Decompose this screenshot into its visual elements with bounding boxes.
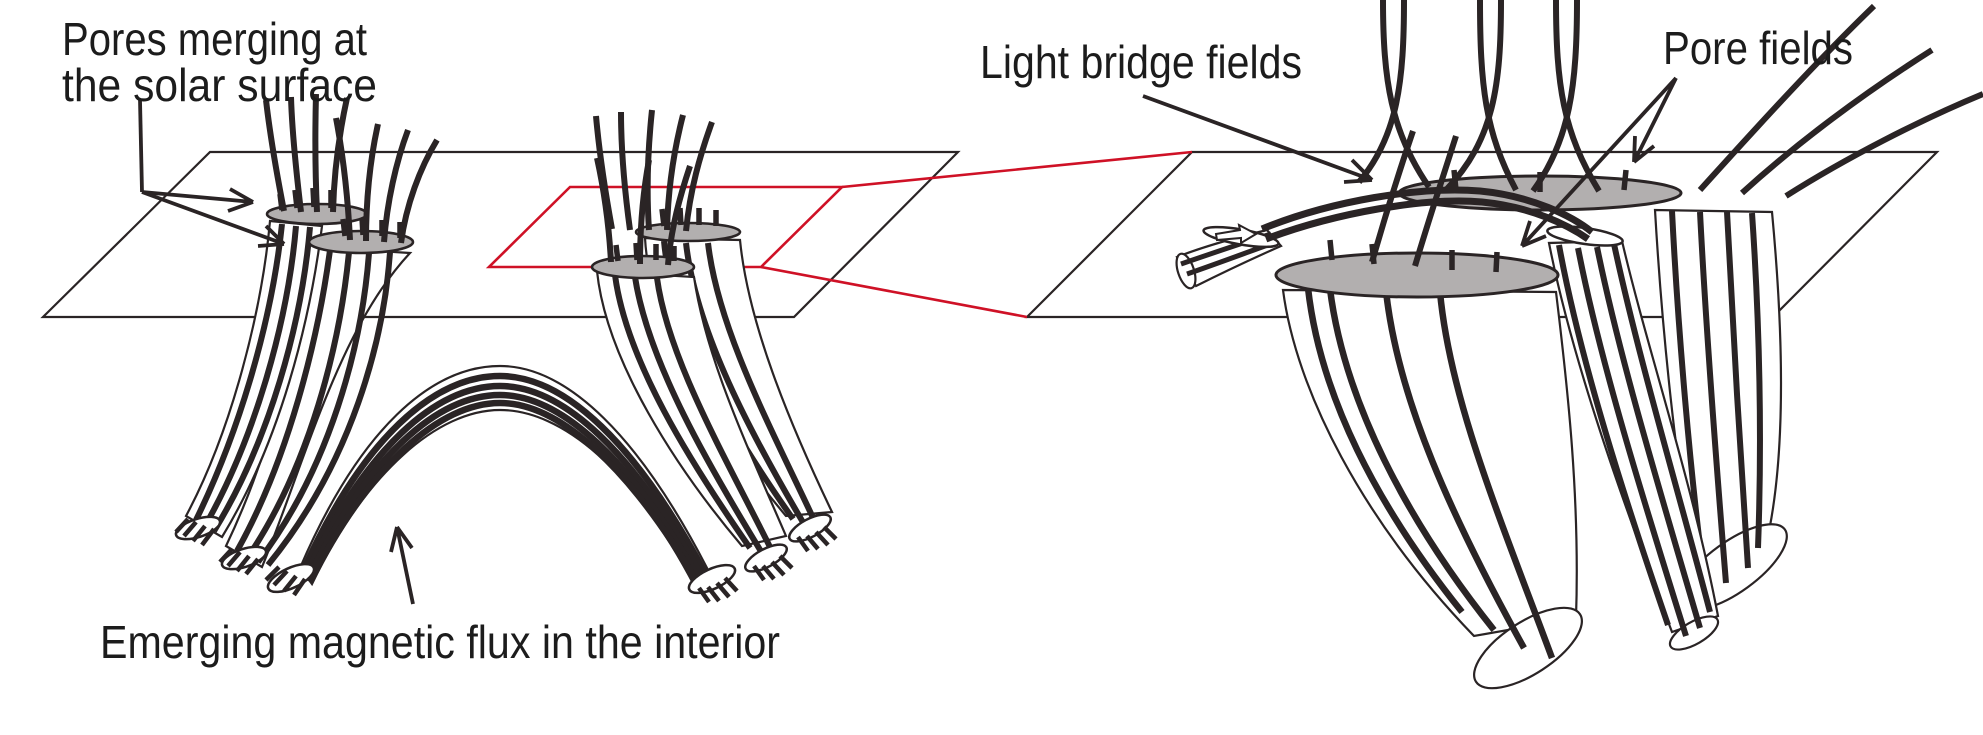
bundle-end-cap	[264, 562, 316, 597]
field-direction-arrow	[1214, 223, 1259, 245]
pore-field-lines-middle	[593, 109, 719, 266]
pore-flux-tube-front	[1281, 287, 1583, 690]
light-bridge-arc	[1264, 197, 1591, 243]
pore-pair-right	[1274, 174, 1683, 299]
bundle-end-cap	[744, 543, 794, 582]
light-bridge-plunge-tube	[1546, 225, 1720, 651]
solar-surface-plane-left	[40, 150, 961, 319]
light-bridge-arc	[1260, 186, 1595, 235]
zoom-connector-bottom	[760, 265, 1028, 319]
pores-merging-label-line2: the solar surface	[62, 59, 377, 111]
pore-field-lines-left	[263, 93, 440, 244]
bundle-end-cap	[174, 515, 222, 547]
figure-labels: Pores merging at the solar surface Light…	[62, 13, 1853, 668]
pore-fields-label: Pore fields	[1663, 22, 1853, 74]
emerging-flux-arrow	[389, 525, 415, 605]
tube-mouth	[1668, 615, 1720, 651]
emerging-flux-label: Emerging magnetic flux in the interior	[100, 616, 780, 668]
emerging-flux-arch	[264, 364, 739, 604]
light-bridge-arrow	[1142, 94, 1374, 184]
flux-bundle-middle	[595, 236, 838, 582]
zoom-inset-red-box	[485, 150, 1193, 319]
zoom-connector-top	[841, 150, 1193, 189]
light-bridge-tube	[1175, 186, 1595, 290]
pores-merging-label-line1: Pores merging at	[62, 13, 367, 65]
pores-merging-arrows	[138, 99, 286, 248]
bundle-end-cap	[788, 513, 838, 553]
pore-fields-arrows	[1520, 76, 1678, 248]
bundle-end-cap	[687, 563, 739, 604]
flux-bundle-left	[174, 219, 413, 576]
bundle-end-cap	[218, 545, 268, 576]
light-bridge-label: Light bridge fields	[980, 36, 1302, 88]
